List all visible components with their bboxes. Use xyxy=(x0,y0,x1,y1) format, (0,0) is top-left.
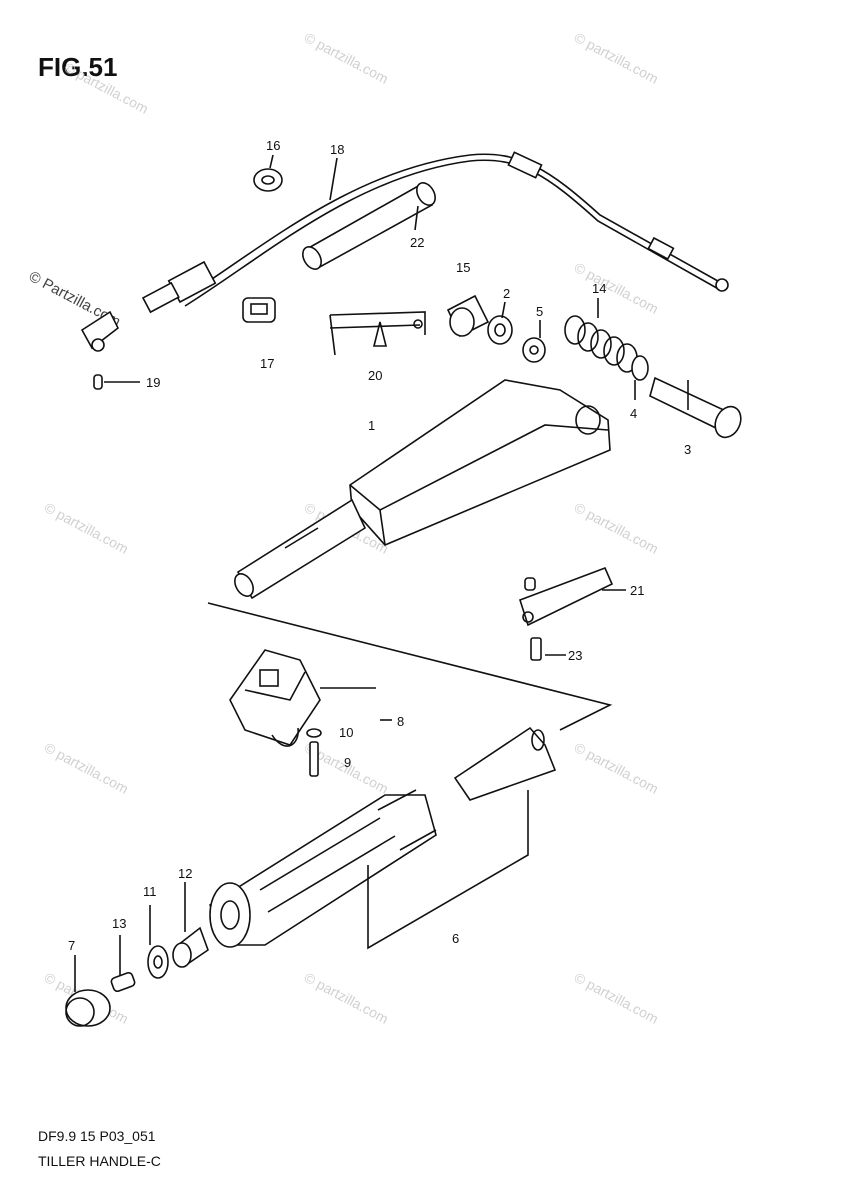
part-label-11: 11 xyxy=(143,884,157,899)
part-20-decal[interactable] xyxy=(329,311,426,356)
part-label-14: 14 xyxy=(592,281,606,296)
part-3-bolt[interactable] xyxy=(649,376,746,442)
part-23-screw[interactable] xyxy=(530,637,542,661)
part-label-8: 8 xyxy=(397,714,404,729)
part-22-shaft[interactable] xyxy=(299,180,439,273)
part-16-grommet[interactable] xyxy=(253,168,283,192)
part-label-13: 13 xyxy=(112,916,126,931)
part-12-collar[interactable] xyxy=(172,926,209,968)
part-11-washer[interactable] xyxy=(147,945,169,979)
part-19-pin[interactable] xyxy=(93,374,140,390)
part-17-clip[interactable] xyxy=(242,297,276,323)
part-2-washer[interactable] xyxy=(487,315,513,345)
part-8-throttle-bracket[interactable] xyxy=(229,649,376,747)
part-4-washer[interactable] xyxy=(631,355,649,381)
part-label-16: 16 xyxy=(266,138,280,153)
part-label-20: 20 xyxy=(368,368,382,383)
part-label-18: 18 xyxy=(330,142,344,157)
part-6-grip-cone[interactable] xyxy=(453,726,557,801)
figure-title: FIG.51 xyxy=(38,52,118,82)
part-label-4: 4 xyxy=(630,406,637,421)
part-label-2: 2 xyxy=(503,286,510,301)
part-15-bushing[interactable] xyxy=(446,294,490,338)
part-label-17: 17 xyxy=(260,356,274,371)
part-label-1: 1 xyxy=(368,418,375,433)
part-label-19: 19 xyxy=(146,375,160,390)
part-21-lever[interactable] xyxy=(519,566,614,627)
part-label-5: 5 xyxy=(536,304,543,319)
part-label-10: 10 xyxy=(339,725,353,740)
part-9-screw[interactable] xyxy=(309,741,319,777)
part-1-handle-body[interactable] xyxy=(231,379,611,600)
part-13-screw[interactable] xyxy=(110,971,136,993)
part-label-21: 21 xyxy=(630,583,644,598)
part-label-23: 23 xyxy=(568,648,582,663)
part-6-grip-assembly[interactable] xyxy=(208,789,529,950)
figure-code: DF9.9 15 P03_051 xyxy=(38,1128,156,1144)
part-label-15: 15 xyxy=(456,260,470,275)
part-label-12: 12 xyxy=(178,866,192,881)
part-14-spring[interactable] xyxy=(564,315,638,373)
part-label-7: 7 xyxy=(68,938,75,953)
part-5-washer[interactable] xyxy=(522,337,546,363)
part-label-9: 9 xyxy=(344,755,351,770)
part-10-washer[interactable] xyxy=(306,728,322,738)
part-label-6: 6 xyxy=(452,931,459,946)
part-7-end-cap[interactable] xyxy=(65,989,111,1027)
part-label-3: 3 xyxy=(684,442,691,457)
part-18-cable[interactable] xyxy=(80,151,729,352)
figure-name: TILLER HANDLE-C xyxy=(38,1153,161,1169)
part-label-22: 22 xyxy=(410,235,424,250)
